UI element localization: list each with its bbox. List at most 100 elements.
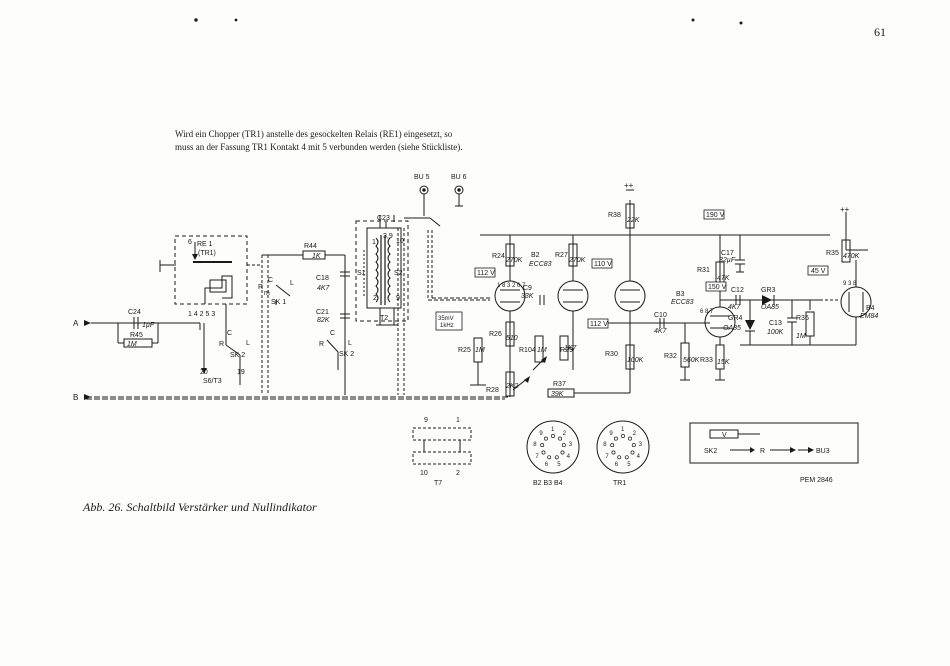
relay-pins: 1 4 2 5 3: [188, 311, 215, 318]
component-name: R33: [700, 357, 713, 364]
socket-pin: 9: [609, 431, 613, 437]
signal-box: [435, 311, 463, 331]
voltage-box: [807, 265, 829, 276]
sk2b-r-label: R: [319, 341, 324, 348]
relay-name: RE 1: [197, 241, 213, 248]
sk1-label: SK 1: [271, 299, 286, 306]
component-value: 15K: [717, 359, 730, 366]
socket-pin-hole: [543, 436, 548, 441]
component-name: R45: [130, 332, 143, 339]
socket-pin: 6: [615, 462, 619, 468]
component-name: GR3: [761, 287, 776, 294]
socket-pin: 4: [567, 454, 571, 460]
sk1-m-label: m: [264, 290, 270, 297]
b4-pins: 9 3 8: [843, 281, 857, 287]
voltage-box: [705, 281, 727, 292]
legend-v: V: [722, 432, 727, 439]
component-value: 4K7: [317, 285, 331, 292]
component-value: 22K: [626, 217, 640, 224]
voltage-190: 190 V: [706, 212, 725, 219]
component-value: 1M: [796, 333, 806, 340]
component-value: 270K: [505, 257, 523, 264]
supply-plus-1: ++: [624, 181, 634, 190]
speck: [194, 18, 198, 22]
socket-pin-hole: [613, 436, 618, 441]
relay-sub: (TR1): [198, 250, 216, 257]
socket-pin-hole: [621, 434, 625, 438]
sk1-l-label: L: [290, 280, 294, 287]
socket-pin-hole: [561, 443, 566, 448]
component-value: EM84: [860, 313, 878, 320]
voltage-box: [474, 267, 496, 278]
figure-caption: Abb. 26. Schaltbild Verstärker und Nulli…: [82, 500, 317, 514]
speck: [739, 21, 743, 25]
wiring: [84, 185, 872, 474]
page-number: 61: [874, 25, 886, 39]
socket-pin-hole: [541, 450, 546, 455]
legend-bu3: BU3: [816, 448, 830, 455]
component-value: 510: [506, 335, 518, 342]
component-value: 33K: [521, 293, 534, 300]
s6t3-label: S6/T3: [203, 378, 222, 385]
voltage-45: 45 V: [811, 268, 826, 275]
bu5-label: BU 5: [414, 174, 430, 181]
legend-sk2: SK2: [704, 448, 717, 455]
n20-label: 20: [200, 369, 208, 376]
voltage-box: [587, 318, 609, 329]
socket-pin-hole: [617, 455, 622, 460]
component-name: R44: [304, 243, 317, 250]
signal-frequency: 1kHz: [440, 323, 454, 329]
component-value: 1M: [475, 347, 485, 354]
component-value: 39K: [551, 391, 564, 398]
terminal-b-label: B: [73, 393, 78, 402]
socket-pin-hole: [630, 450, 635, 455]
sk1-c-label: C: [268, 277, 273, 284]
t2-label: T2: [380, 315, 388, 322]
component-name: GR4: [728, 315, 743, 322]
speck: [234, 18, 238, 22]
sk2b-c-label: C: [330, 330, 335, 337]
t2-s2-label: S2: [394, 270, 403, 277]
component-value: 100K: [627, 357, 644, 364]
component-value: 1µF: [142, 322, 155, 329]
socket-pin: 5: [627, 462, 631, 468]
t2-pin9: 9: [396, 295, 400, 302]
voltage-box: [703, 209, 725, 220]
component-value: 1K7: [564, 345, 578, 352]
socket-pin: 6: [545, 462, 549, 468]
t7-pin1: 1: [456, 417, 460, 424]
socket-pin: 9: [539, 431, 543, 437]
component-name: C21: [316, 309, 329, 316]
component-value: 1M: [127, 341, 137, 348]
component-value: ECC83: [529, 261, 552, 268]
socket-pin: 8: [533, 442, 537, 448]
voltage-112a: 112 V: [477, 270, 495, 277]
component-name: R28: [486, 387, 499, 394]
component-value: 470K: [843, 253, 860, 260]
socket-pin: 2: [563, 431, 567, 437]
socket-pin: 7: [605, 454, 609, 460]
terminal-a-label: A: [73, 319, 79, 328]
component-name: C10: [654, 312, 667, 319]
socket-pin: 1: [621, 427, 625, 433]
component-name: R36: [796, 315, 809, 322]
component-name: B2: [531, 252, 540, 259]
socket-pin-hole: [558, 436, 563, 441]
socket-pin: 3: [639, 442, 643, 448]
socket-pin-hole: [547, 455, 552, 460]
component-name: R25: [458, 347, 471, 354]
component-name: C24: [128, 309, 141, 316]
sk2a-c-label: C: [227, 330, 232, 337]
c23-label: C23: [377, 215, 390, 222]
socket-pin-hole: [540, 443, 545, 448]
socket-pin: 8: [603, 442, 607, 448]
component-value: 1K: [312, 253, 321, 260]
sk2a-r-label: R: [219, 341, 224, 348]
component-value: 4K7: [654, 328, 668, 335]
component-name: R29: [560, 347, 573, 354]
component-value: 100K: [767, 329, 784, 336]
t7-label: T7: [434, 480, 442, 487]
component-name: R31: [697, 267, 710, 274]
